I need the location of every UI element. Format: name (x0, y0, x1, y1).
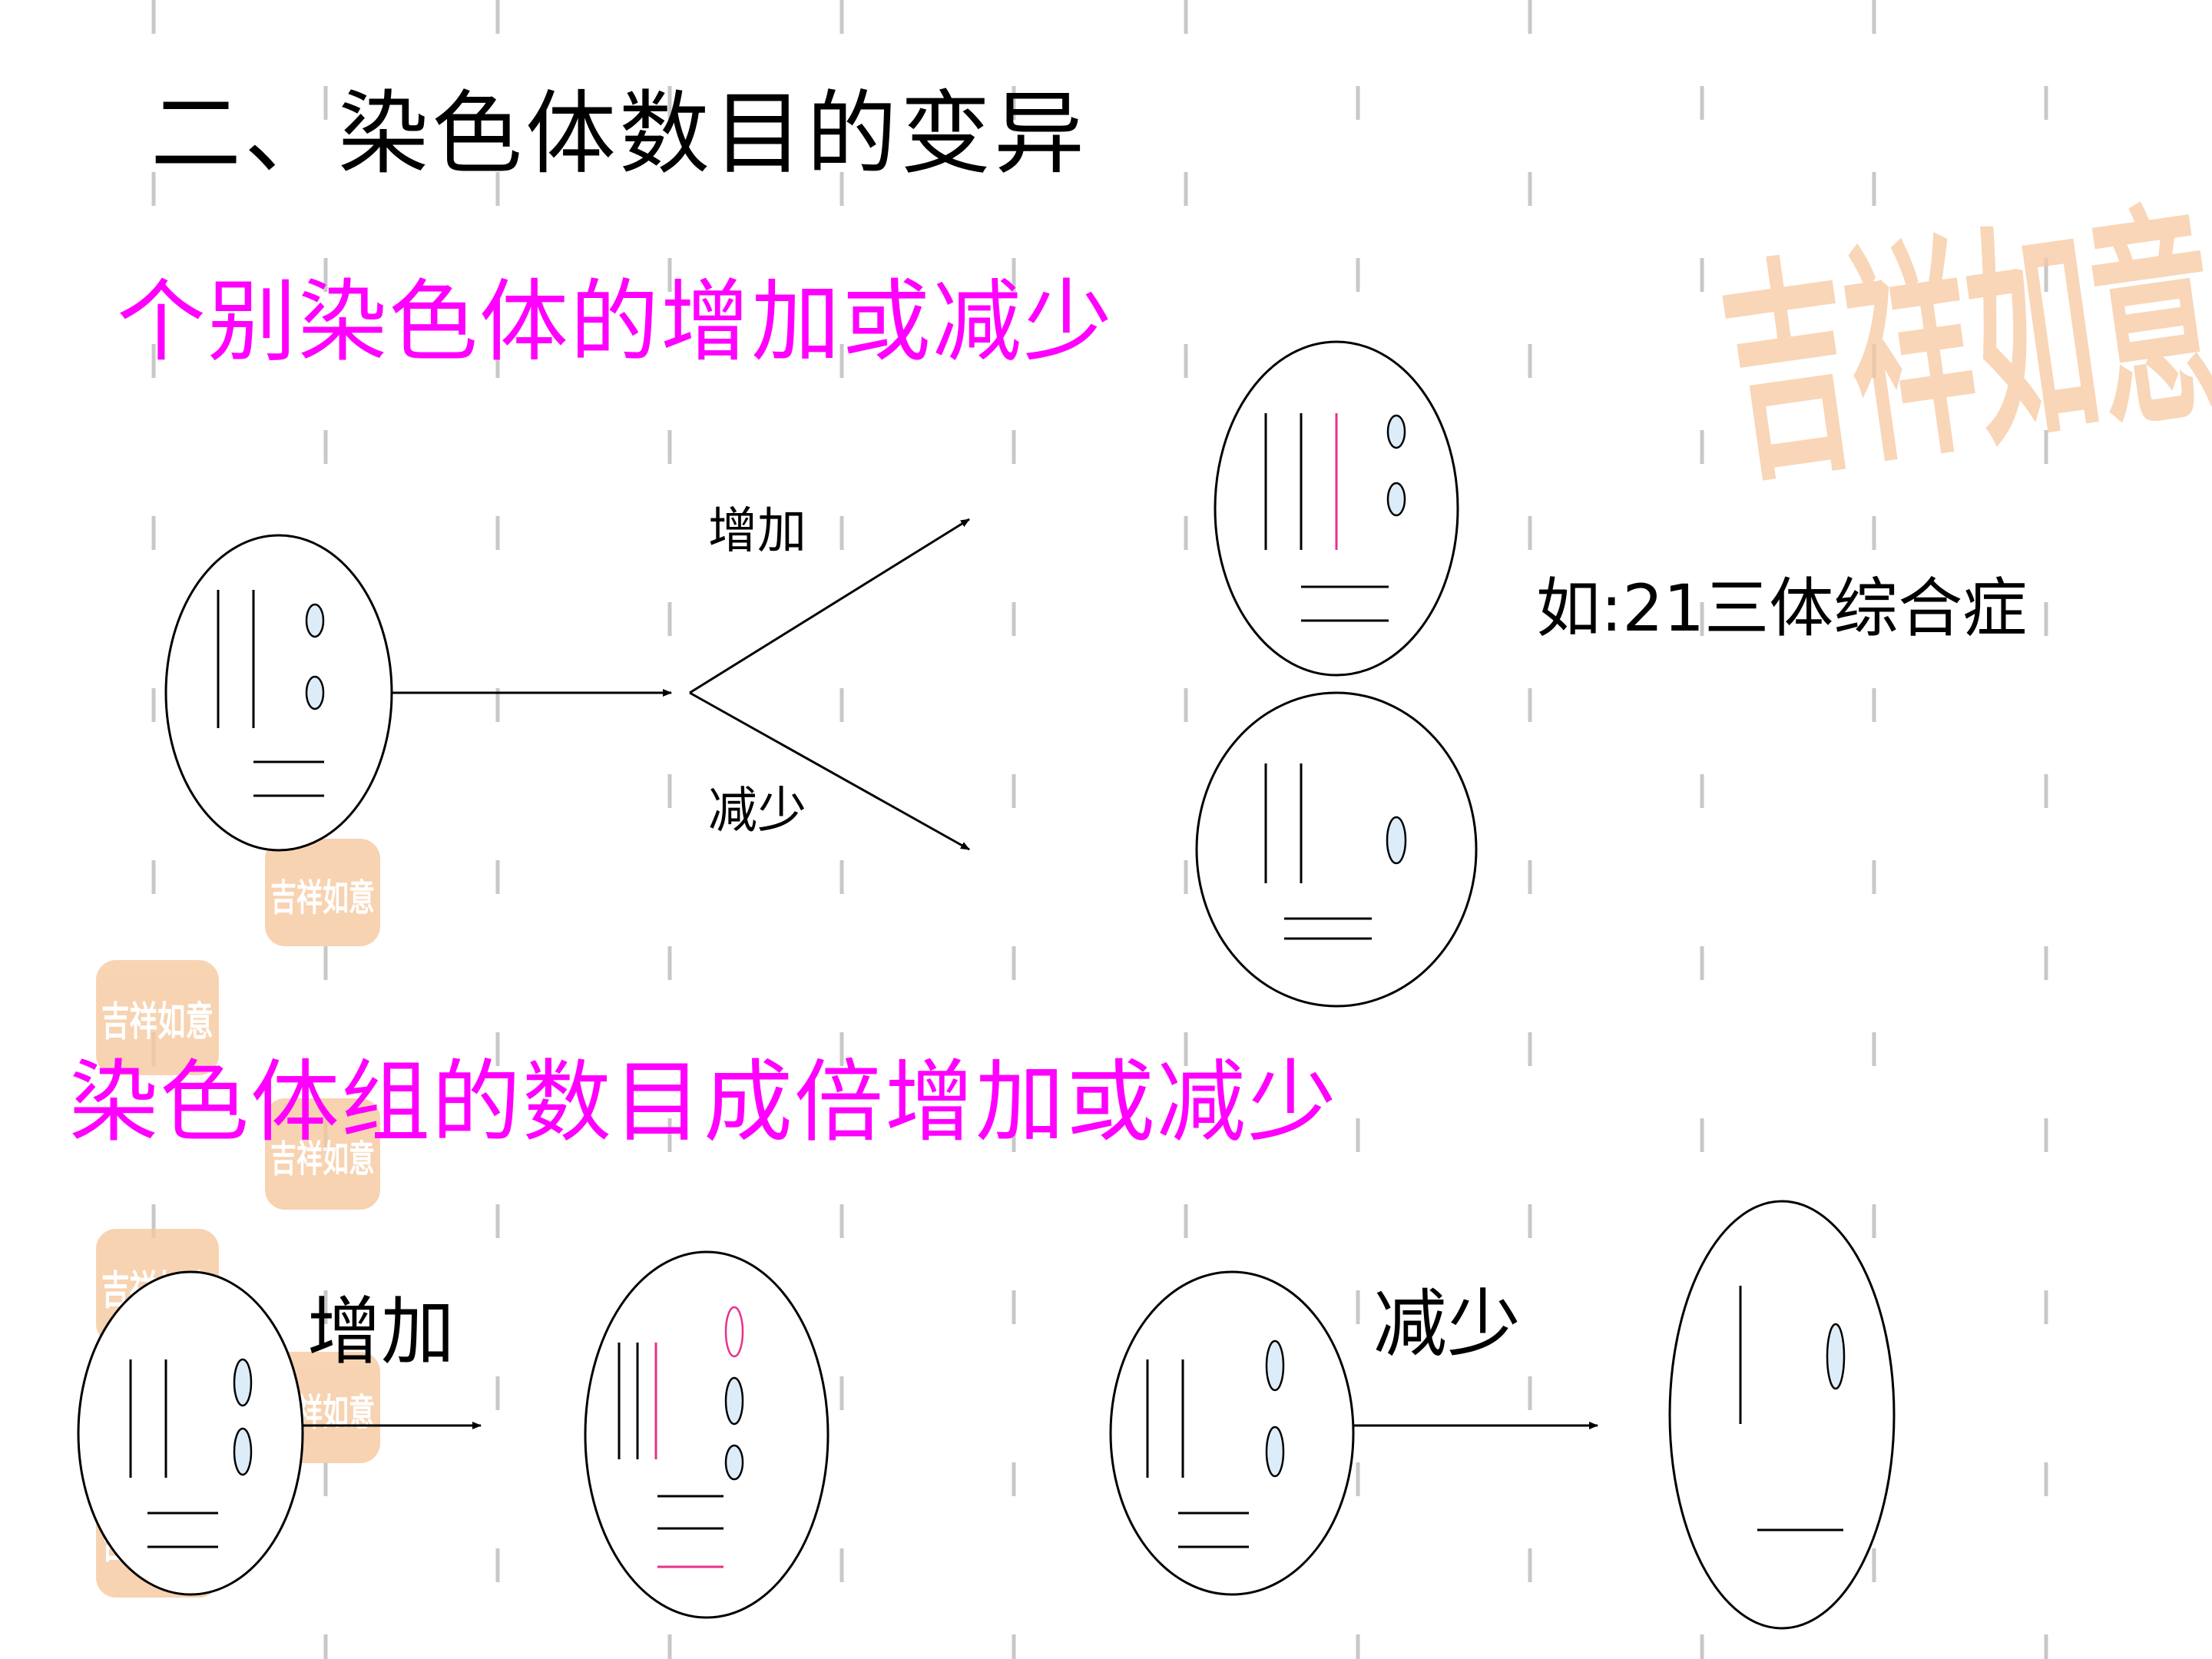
cell-monosomy (1195, 691, 1478, 1008)
watermark-seal-small-1: 吉祥如意 (265, 839, 380, 946)
short-chromosome (1386, 816, 1407, 865)
arrow-increase-branch (689, 518, 970, 694)
watermark-seal-small-3: 吉祥如意 (265, 1098, 380, 1210)
page-title: 二、染色体数目的变异 (151, 81, 1088, 187)
cell-normal-top (164, 534, 393, 852)
short-chromosome (305, 603, 325, 638)
cell-normal-bottom-right (1109, 1270, 1355, 1596)
watermark-text-large: 吉祥如意 (1710, 177, 2212, 514)
short-chromosome (1265, 1339, 1285, 1392)
short-chromosome (724, 1444, 744, 1481)
short-chromosome (1265, 1426, 1285, 1478)
cell-membrane (164, 534, 393, 852)
cell-haploid (1668, 1200, 1896, 1630)
cell-membrane (1195, 691, 1478, 1008)
watermark-text-small-1: 吉祥如意 (270, 876, 375, 919)
watermark-text-small-3: 吉祥如意 (270, 1137, 375, 1181)
short-chromosome (233, 1427, 253, 1476)
label-decrease-bottom: 减少 (1373, 1281, 1521, 1367)
watermark-seal-small-2: 吉祥如意 (96, 960, 219, 1075)
arrow-decrease-branch (689, 691, 970, 851)
cell-triploid (584, 1250, 830, 1619)
short-chromosome (233, 1358, 253, 1407)
short-chromosome (1386, 414, 1406, 449)
heading-individual-chromosome: 个别染色体的增加或减少 (117, 270, 1114, 374)
short-chromosome (305, 675, 325, 710)
watermark-seal-large: 吉祥如意 (1710, 177, 2212, 514)
cell-membrane (1668, 1200, 1896, 1630)
example-note: 如:21三体综合症 (1536, 571, 2028, 646)
watermark-text-small-2: 吉祥如意 (101, 998, 214, 1045)
cell-membrane (1109, 1270, 1355, 1596)
label-increase-top: 增加 (708, 503, 806, 560)
short-chromosome (724, 1376, 744, 1426)
short-chromosome (1826, 1323, 1846, 1390)
cell-normal-bottom-left (77, 1270, 304, 1596)
cell-membrane (77, 1270, 304, 1596)
extra-short-chromosome (724, 1306, 744, 1358)
cell-trisomy (1214, 340, 1459, 677)
cell-membrane (584, 1250, 830, 1619)
label-decrease-top: 减少 (708, 783, 806, 839)
heading-chromosome-set: 染色体组的数目成倍增加或减少 (69, 1051, 1338, 1154)
label-increase-bottom: 增加 (307, 1289, 455, 1375)
short-chromosome (1386, 482, 1406, 517)
